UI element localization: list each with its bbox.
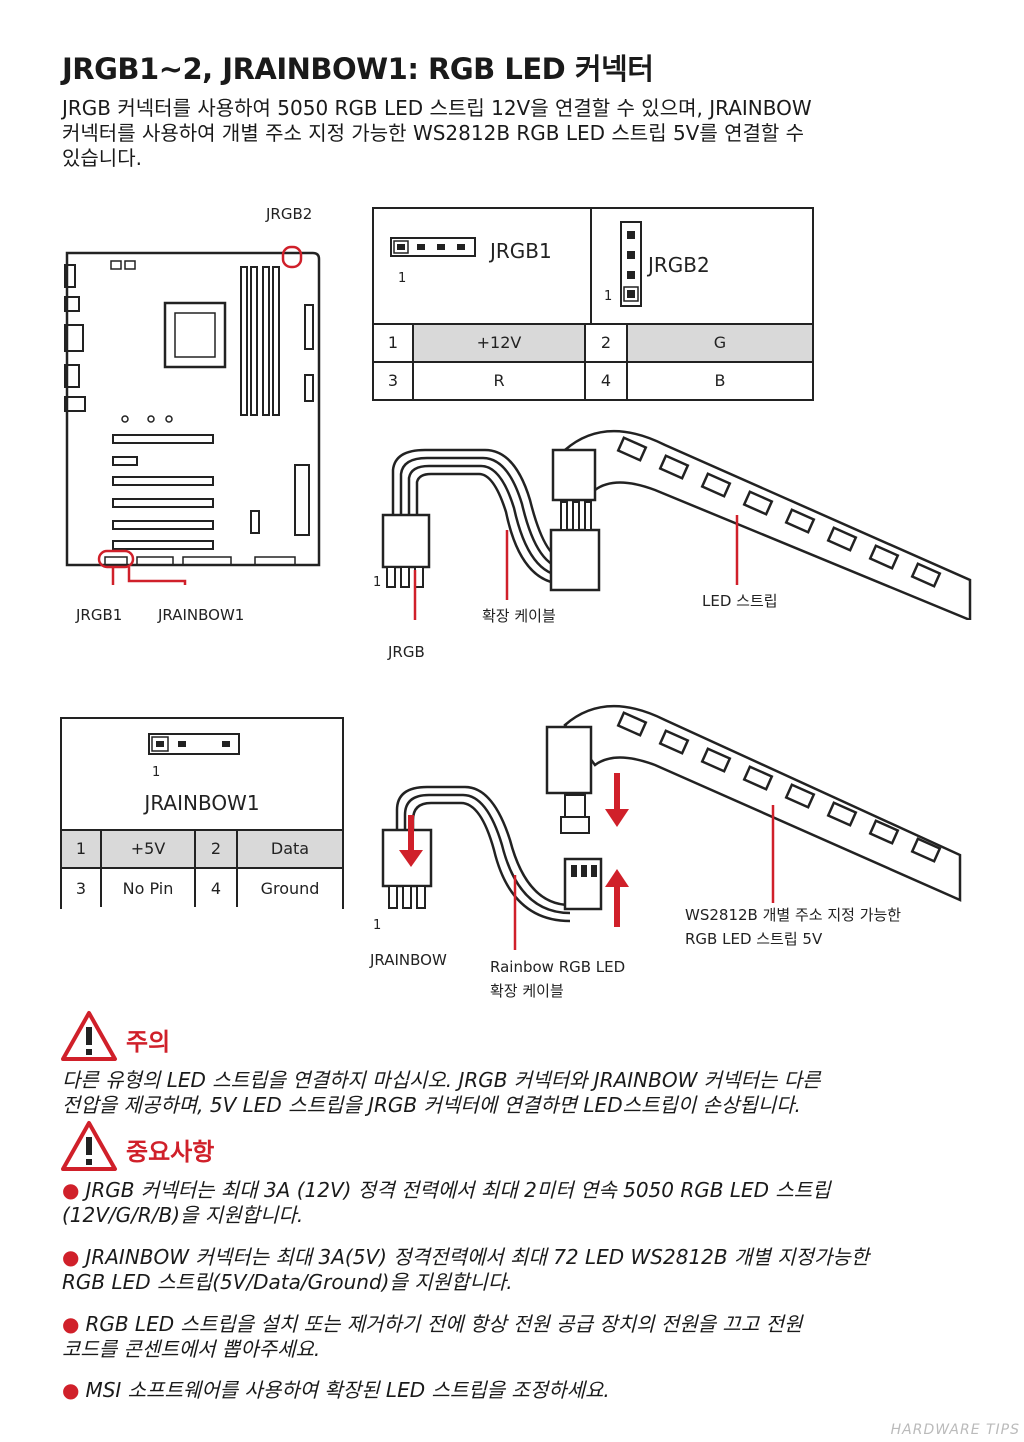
important-warning-icon <box>61 1121 117 1171</box>
pin-number-cell: 3 <box>387 371 399 390</box>
ws2812b-strip-label: WS2812B 개별 주소 지정 가능한 RGB LED 스트립 5V <box>685 903 901 951</box>
intro-line: 있습니다. <box>62 146 142 170</box>
pin-signal-cell: +12V <box>476 333 522 352</box>
bullet-line: JRGB 커넥터는 최대 3A (12V) 정격 전력에서 최대 2미터 연속 … <box>85 1178 831 1202</box>
bullet-dot: ● <box>62 1312 80 1336</box>
table-row <box>374 361 812 401</box>
bullet-line: (12V/G/R/B)을 지원합니다. <box>62 1203 304 1227</box>
pin-number-cell: 2 <box>600 333 612 352</box>
jrainbow1-header-name: JRAINBOW1 <box>144 791 260 815</box>
important-bullet: ●JRAINBOW 커넥터는 최대 3A(5V) 정격전력에서 최대 72 LE… <box>62 1245 962 1295</box>
table-row <box>374 323 812 363</box>
caution-heading: 주의 <box>126 1028 171 1056</box>
bullet-dot: ● <box>62 1178 80 1202</box>
pin-signal-cell: Ground <box>260 879 320 898</box>
table-divider <box>590 209 592 323</box>
rainbow-cable-line: Rainbow RGB LED <box>490 958 626 976</box>
bullet-line: 코드를 콘센트에서 뽑아주세요. <box>62 1337 321 1361</box>
pin-signal-cell: G <box>713 333 727 352</box>
jrgb-diagram-pin-one: 1 <box>373 575 382 590</box>
caution-paragraph: 다른 유형의 LED 스트립을 연결하지 마십시오. JRGB 커넥터와 JRA… <box>62 1068 962 1118</box>
pin-number-cell: 4 <box>600 371 612 390</box>
bullet-dot: ● <box>62 1245 80 1269</box>
jrgb2-header-name: JRGB2 <box>648 253 710 277</box>
jrgb1-header-icon <box>390 237 476 257</box>
pin-signal-cell: +5V <box>130 839 166 858</box>
intro-line: JRGB 커넥터를 사용하여 5050 RGB LED 스트립 12V을 연결할… <box>62 96 812 120</box>
table-row <box>62 829 342 869</box>
jrainbow1-pin-one: 1 <box>152 765 161 780</box>
jrgb-pin-table: JRGB1 1 JRGB2 1 1 +12V 2 G 3 R 4 B <box>372 207 814 401</box>
jrgb2-header-icon <box>620 221 642 307</box>
ws2812b-strip-line: WS2812B 개별 주소 지정 가능한 <box>685 906 902 924</box>
pin-signal-cell: B <box>714 371 726 390</box>
motherboard-diagram <box>64 245 321 585</box>
jrgb1-pin-one: 1 <box>398 271 407 286</box>
pin-number-cell: 1 <box>75 839 87 858</box>
jrgb2-board-label: JRGB2 <box>266 205 313 223</box>
jrgb-cable-illustration <box>381 429 972 620</box>
intro-paragraph: JRGB 커넥터를 사용하여 5050 RGB LED 스트립 12V을 연결할… <box>62 96 942 171</box>
intro-line: 커넥터를 사용하여 개별 주소 지정 가능한 WS2812B RGB LED 스… <box>62 121 805 145</box>
jrainbow1-board-label: JRAINBOW1 <box>158 606 245 624</box>
bullet-line: RGB LED 스트립을 설치 또는 제거하기 전에 항상 전원 공급 장치의 … <box>85 1312 803 1336</box>
pin-signal-cell: R <box>493 371 505 390</box>
pin-number-cell: 4 <box>210 879 222 898</box>
extension-cable-label: 확장 케이블 <box>482 607 556 625</box>
jrgb1-board-label: JRGB1 <box>76 606 123 624</box>
important-heading: 중요사항 <box>126 1138 215 1166</box>
table-row <box>62 867 342 909</box>
jrainbow1-header-icon <box>148 733 240 755</box>
caution-warning-icon <box>61 1011 117 1061</box>
important-bullet: ●JRGB 커넥터는 최대 3A (12V) 정격 전력에서 최대 2미터 연속… <box>62 1178 962 1228</box>
jrgb1-header-name: JRGB1 <box>490 239 552 263</box>
bullet-line: RGB LED 스트립(5V/Data/Ground)을 지원합니다. <box>62 1270 513 1294</box>
caution-line: 전압을 제공하며, 5V LED 스트립을 JRGB 커넥터에 연결하면 LED… <box>62 1093 801 1117</box>
pin-signal-cell: Data <box>270 839 310 858</box>
ws2812b-strip-line: RGB LED 스트립 5V <box>685 930 823 948</box>
rainbow-cable-line: 확장 케이블 <box>490 982 564 1000</box>
led-strip-label: LED 스트립 <box>702 592 778 610</box>
pin-number-cell: 3 <box>75 879 87 898</box>
important-bullet: ●MSI 소프트웨어를 사용하여 확장된 LED 스트립을 조정하세요. <box>62 1378 962 1403</box>
rainbow-cable-label: Rainbow RGB LED 확장 케이블 <box>490 955 625 1003</box>
jrainbow-diagram-pin-one: 1 <box>373 918 382 933</box>
watermark: HARDWARE TIPS <box>890 1422 1020 1438</box>
page-title: JRGB1~2, JRAINBOW1: RGB LED 커넥터 <box>62 52 654 86</box>
pin-number-cell: 1 <box>387 333 399 352</box>
jrainbow-pin-table: 1 JRAINBOW1 1 +5V 2 Data 3 No Pin 4 Grou… <box>60 717 344 909</box>
bullet-line: JRAINBOW 커넥터는 최대 3A(5V) 정격전력에서 최대 72 LED… <box>85 1245 870 1269</box>
important-bullet: ●RGB LED 스트립을 설치 또는 제거하기 전에 항상 전원 공급 장치의… <box>62 1312 962 1362</box>
pin-number-cell: 2 <box>210 839 222 858</box>
pin-signal-cell: No Pin <box>122 879 174 898</box>
jrgb2-pin-one: 1 <box>604 289 613 304</box>
bullet-line: MSI 소프트웨어를 사용하여 확장된 LED 스트립을 조정하세요. <box>85 1378 610 1402</box>
bullet-dot: ● <box>62 1378 80 1402</box>
jrgb-connector-label: JRGB <box>388 643 425 661</box>
jrainbow-cable-illustration <box>381 704 962 950</box>
caution-line: 다른 유형의 LED 스트립을 연결하지 마십시오. JRGB 커넥터와 JRA… <box>62 1068 821 1092</box>
jrainbow-connector-label: JRAINBOW <box>370 951 447 969</box>
